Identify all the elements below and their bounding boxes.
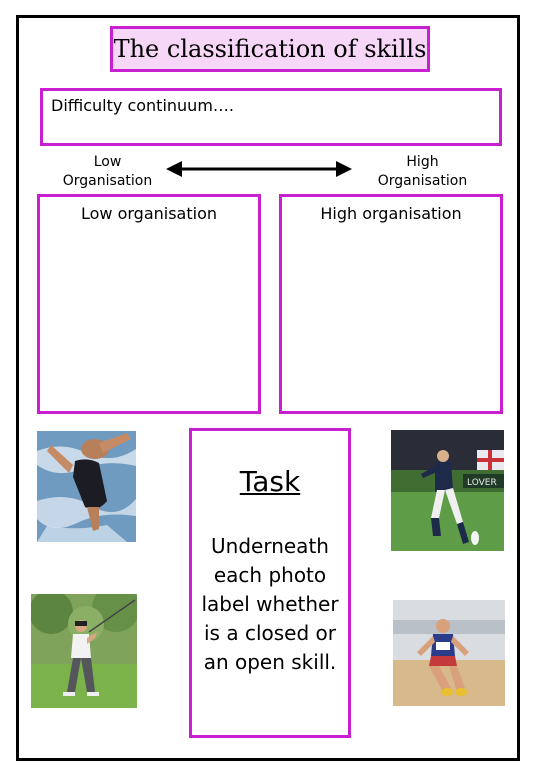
double-headed-arrow-icon — [166, 161, 352, 177]
page-title: The classification of skills — [113, 35, 427, 63]
title-box: The classification of skills — [110, 26, 430, 72]
svg-text:LOVER: LOVER — [467, 478, 497, 488]
high-organisation-heading: High organisation — [320, 204, 462, 223]
low-organisation-label: Low Organisation — [62, 154, 153, 189]
long-jumper-photo — [393, 600, 505, 706]
high-organisation-label: High Organisation — [377, 154, 468, 189]
low-organisation-box: Low organisation — [37, 194, 261, 414]
swimmer-photo — [37, 431, 136, 542]
golfer-photo — [31, 594, 137, 708]
page-border — [16, 15, 520, 761]
task-title: Task — [239, 465, 301, 498]
rugby-kicker-photo: LOVER — [391, 430, 504, 551]
high-organisation-box: High organisation — [279, 194, 503, 414]
difficulty-continuum-box: Difficulty continuum…. — [40, 88, 502, 146]
continuum-heading: Difficulty continuum…. — [51, 96, 234, 115]
task-box: Task Underneath each photo label whether… — [189, 428, 351, 738]
low-organisation-heading: Low organisation — [80, 204, 217, 223]
task-instructions: Underneath each photo label whether is a… — [201, 534, 339, 674]
